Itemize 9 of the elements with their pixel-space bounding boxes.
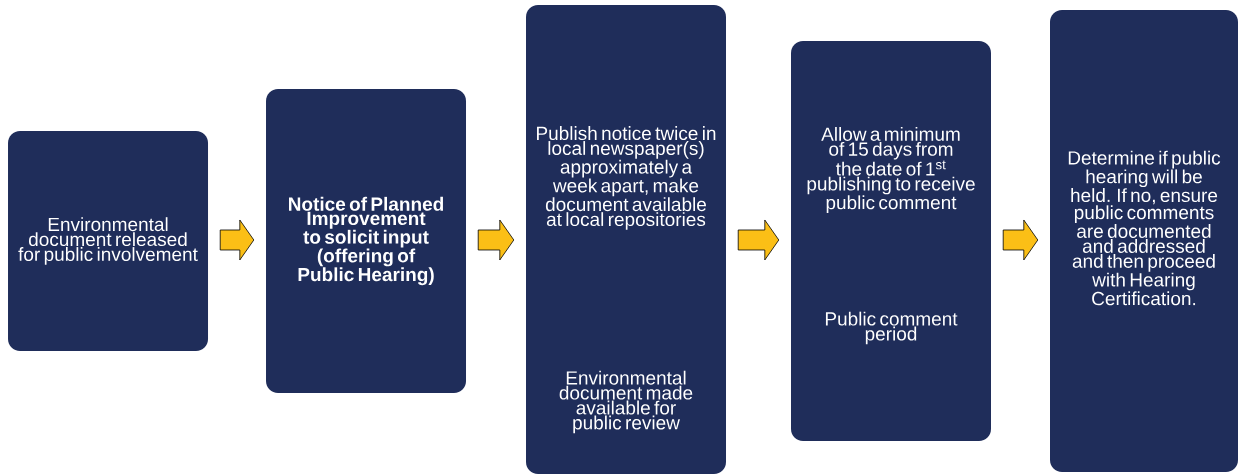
process-box: Determine if public hearing will be held. If no, ensure public comments are documented and addressed and then proceed with Hearing Certification.: [1050, 10, 1238, 472]
block-arrow: [1002, 219, 1039, 261]
process-box: Environmental document released for public involvement: [8, 131, 208, 351]
block-arrow: [219, 219, 255, 261]
process-box: Notice of Planned Improvement to solicit input (offering of Public Hearing): [266, 89, 466, 393]
process-box: Publish notice twice in local newspaper(s) approximately a week apart, make document available at local repositories Environmental document made available for public review: [526, 5, 726, 474]
block-arrow: [737, 219, 780, 261]
process-box: Allow a minimum of 15 days from the date of 1$^{st}$ publishing to receive public comment Public comment period: [791, 41, 991, 441]
block-arrow: [477, 219, 515, 261]
